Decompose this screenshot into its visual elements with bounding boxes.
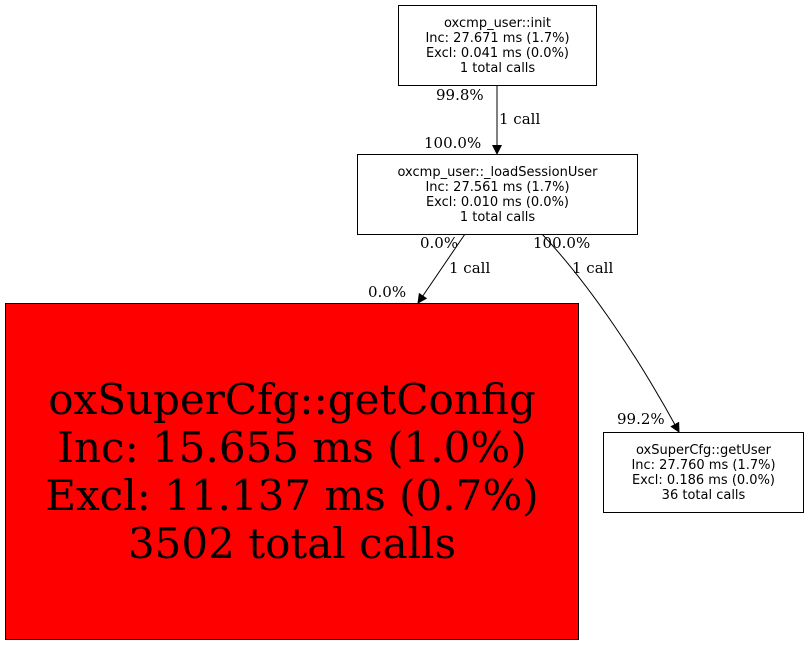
edge-tail-label: 100.0%	[533, 234, 591, 252]
edge-loadsessionuser-to-getconfig	[417, 233, 466, 304]
node-name: oxcmp_user::init	[443, 15, 552, 31]
node-excl: Excl: 0.186 ms (0.0%)	[631, 472, 776, 488]
node-name: oxSuperCfg::getUser	[636, 442, 771, 458]
node-name: oxSuperCfg::getConfig	[48, 374, 536, 424]
node-calls: 3502 total calls	[127, 518, 457, 568]
edge-tail-label: 0.0%	[420, 234, 459, 252]
edge-head-label: 100.0%	[424, 134, 482, 152]
node-inc: Inc: 27.760 ms (1.7%)	[631, 457, 776, 473]
edge-loadsessionuser-to-getuser	[541, 233, 680, 433]
node-calls: 36 total calls	[661, 487, 746, 503]
edge-call-label: 1 call	[499, 110, 541, 128]
edge-call-label: 1 call	[572, 259, 614, 277]
node-calls: 1 total calls	[459, 209, 536, 225]
node-excl: Excl: 11.137 ms (0.7%)	[45, 470, 539, 520]
node-getuser[interactable]: oxSuperCfg::getUser Inc: 27.760 ms (1.7%…	[603, 432, 804, 513]
node-loadsessionuser[interactable]: oxcmp_user::_loadSessionUser Inc: 27.561…	[357, 154, 638, 235]
node-name: oxcmp_user::_loadSessionUser	[397, 164, 598, 180]
edge-head-label: 99.2%	[617, 410, 665, 428]
node-inc: Inc: 15.655 ms (1.0%)	[57, 422, 527, 472]
edge-head-label: 0.0%	[368, 283, 407, 301]
node-inc: Inc: 27.561 ms (1.7%)	[425, 179, 570, 195]
node-excl: Excl: 0.041 ms (0.0%)	[425, 45, 570, 61]
node-getconfig[interactable]: oxSuperCfg::getConfig Inc: 15.655 ms (1.…	[5, 303, 579, 640]
edge-call-label: 1 call	[449, 259, 491, 277]
node-init[interactable]: oxcmp_user::init Inc: 27.671 ms (1.7%) E…	[398, 5, 597, 86]
node-calls: 1 total calls	[459, 60, 536, 76]
node-excl: Excl: 0.010 ms (0.0%)	[425, 194, 570, 210]
node-inc: Inc: 27.671 ms (1.7%)	[425, 30, 570, 46]
edge-tail-label: 99.8%	[436, 86, 484, 104]
